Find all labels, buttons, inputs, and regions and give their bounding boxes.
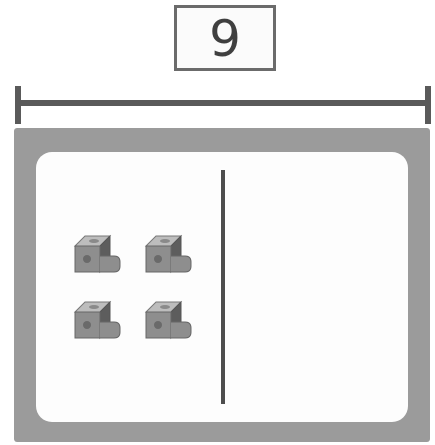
connecting-cube-icon <box>70 296 124 350</box>
connecting-cube-icon <box>141 296 195 350</box>
connecting-cube-icon <box>70 230 124 284</box>
panel-divider <box>221 170 225 404</box>
connecting-cube-icon <box>141 230 195 284</box>
